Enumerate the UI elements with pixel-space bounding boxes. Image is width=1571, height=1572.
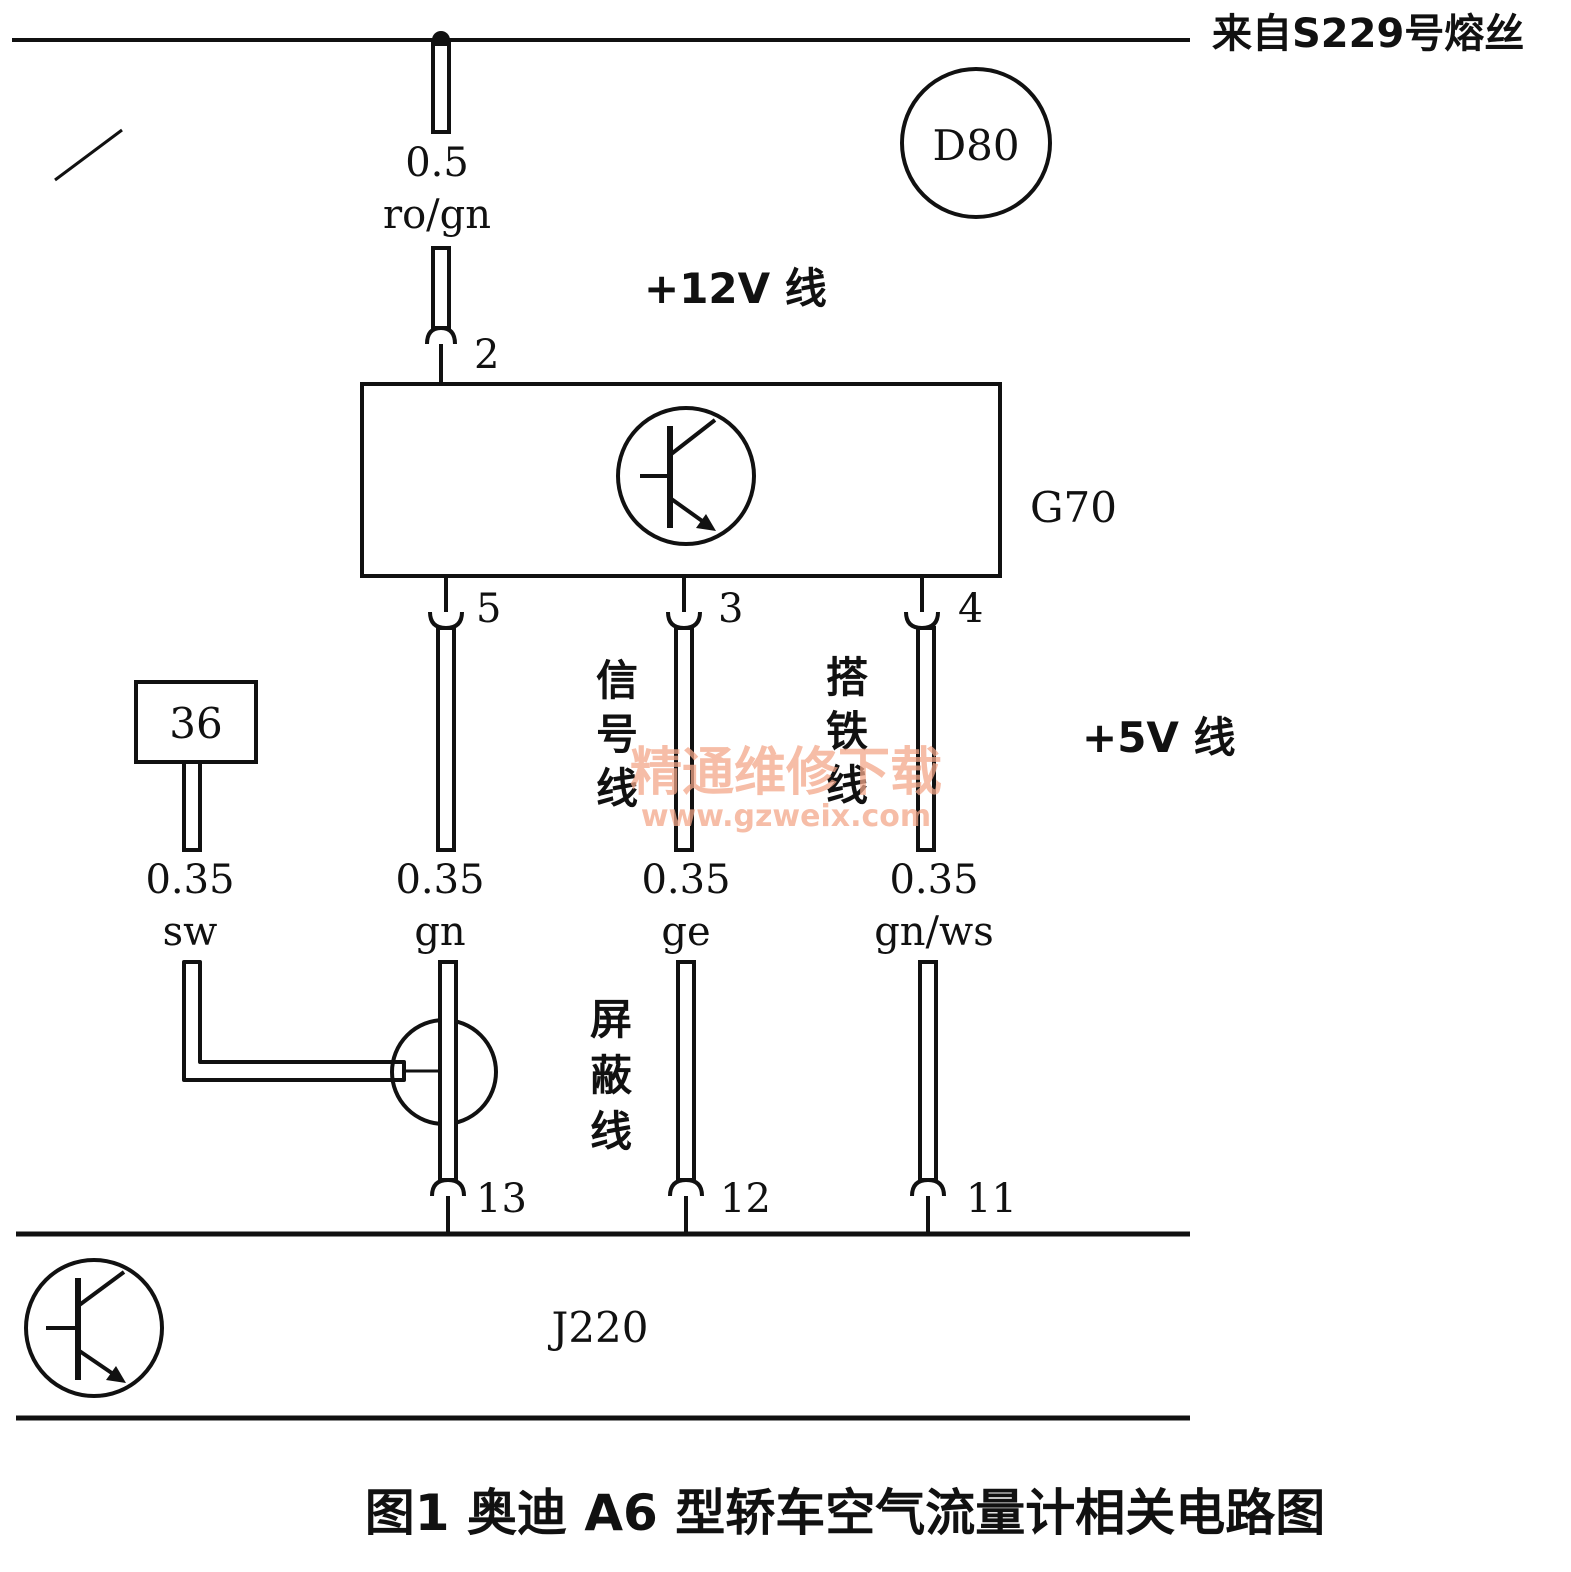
pin-13-label: 13	[476, 1176, 527, 1222]
pin-12-connector-icon	[668, 1177, 704, 1232]
wire-gn-color: gn	[414, 909, 465, 955]
wire-ge-lower	[676, 960, 696, 1182]
pin-11-label: 11	[966, 1176, 1017, 1222]
signal-label-2: 号	[596, 710, 638, 759]
shield-label-3: 线	[590, 1107, 632, 1156]
ground-wire-label-2: 铁	[826, 707, 868, 756]
pin-4-connector-icon	[904, 576, 940, 631]
sensor-g70-label: G70	[1030, 483, 1117, 532]
ground-point-d80	[900, 67, 1052, 219]
shield-label-2: 蔽	[590, 1051, 633, 1100]
connector-36-box	[134, 680, 258, 764]
sensor-g70-box	[360, 382, 1002, 578]
fuse-label: 来自S229号熔丝	[1212, 11, 1524, 57]
wire-sw-lower	[182, 960, 406, 1082]
pin-2-label: 2	[474, 332, 499, 378]
wire-gnws-upper	[916, 626, 936, 852]
signal-label-3: 线	[596, 764, 638, 813]
ecu-j220-label: J220	[547, 1303, 648, 1352]
wire-ge-upper	[674, 626, 694, 852]
wire-ge-color: ge	[661, 909, 710, 955]
five-volt-label: +5V 线	[1082, 713, 1236, 762]
supply-wire-gauge: 0.5	[405, 140, 469, 186]
wire-gn-upper	[436, 626, 456, 852]
sensor-transistor-icon	[616, 406, 756, 546]
supply-wire-upper	[431, 42, 451, 134]
ground-point-label: D80	[932, 121, 1019, 170]
ecu-transistor-icon	[24, 1258, 164, 1398]
pin-2-connector-icon	[425, 325, 457, 345]
pin-13-connector-icon	[430, 1177, 466, 1232]
pin-5-connector-icon	[428, 576, 464, 631]
supply-wire-lower	[431, 246, 451, 330]
connector-36-label: 36	[169, 699, 222, 748]
pin-11-connector-icon	[910, 1177, 946, 1232]
supply-line-label: +12V 线	[644, 264, 827, 313]
pin-5-label: 5	[476, 586, 501, 632]
watermark-cn: 精通维修下载	[630, 743, 942, 803]
wire-gnws-lower	[918, 960, 938, 1182]
figure-caption: 图1 奥迪 A6 型轿车空气流量计相关电路图	[365, 1484, 1326, 1542]
wire-sw-gauge: 0.35	[145, 857, 234, 903]
stray-mark	[54, 128, 123, 182]
wire-sw-upper	[182, 760, 202, 852]
wire-gnws-color: gn/ws	[874, 909, 994, 955]
wire-gn-gauge: 0.35	[395, 857, 484, 903]
pin-12-label: 12	[720, 1176, 771, 1222]
watermark-url: www.gzweix.com	[641, 799, 931, 834]
wire-gn-lower	[438, 960, 458, 1182]
signal-label-1: 信	[596, 656, 638, 705]
ground-wire-label-3: 线	[826, 761, 868, 810]
ground-wire-label-1: 搭	[826, 653, 868, 702]
supply-wire-color: ro/gn	[383, 192, 491, 238]
pin-3-connector-icon	[666, 576, 702, 631]
wire-gnws-gauge: 0.35	[889, 857, 978, 903]
wire-sw-color: sw	[163, 909, 218, 955]
pin-3-label: 3	[718, 586, 743, 632]
shield-label-1: 屏	[590, 995, 632, 1044]
wire-ge-gauge: 0.35	[641, 857, 730, 903]
pin-4-label: 4	[958, 586, 983, 632]
